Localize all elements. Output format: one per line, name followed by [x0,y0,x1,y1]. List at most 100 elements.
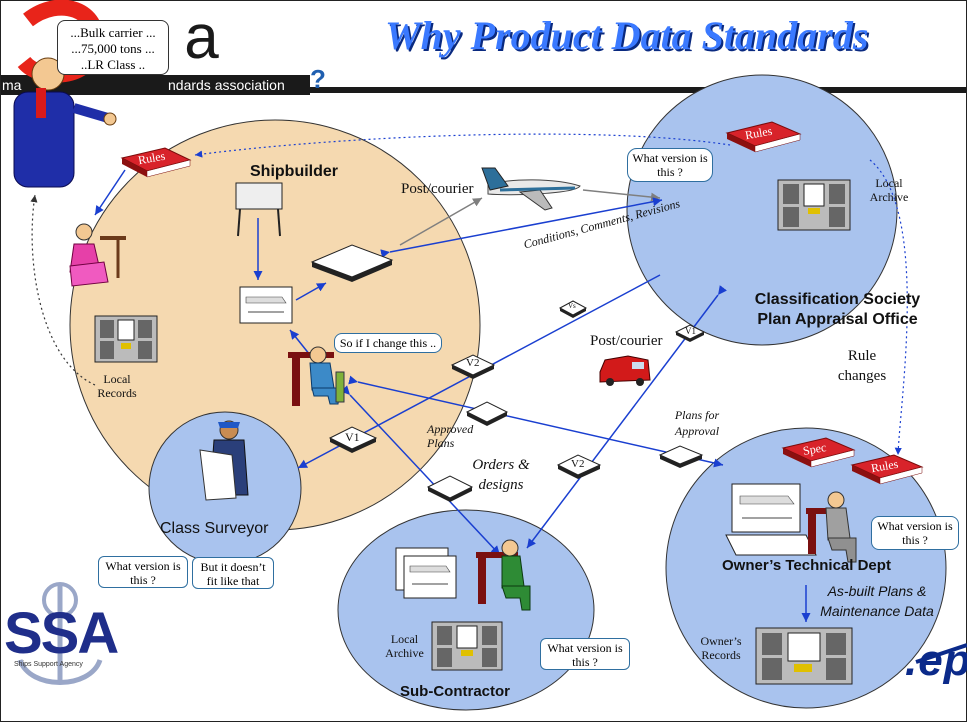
plans-approval-line-1: Plans for [674,408,720,422]
orders-line-1: Orders & [472,457,530,473]
doc-plans-approval-stack [658,445,704,468]
orders-line-2: designs [478,477,524,493]
class-society-line-2: Plan Appraisal Office [757,311,918,328]
question-mark: ? [310,64,326,94]
book-spec [781,437,856,468]
anchor-icon [17,582,103,685]
asbuilt-line-2: Maintenance Data [820,603,934,619]
presenter-figure [13,57,117,188]
orders-arrow [340,385,501,556]
book-rules-top-right [725,121,802,153]
conditions-arrow [380,197,663,259]
doc-v1-left-label: V1 [345,430,360,444]
ssa-logo-text: SSA [4,601,119,666]
filing-cabinet-owner [755,627,853,685]
step-logo-stroke [915,643,967,664]
class-society-line-1: Classification Society [754,291,921,308]
rule-changes-label: Rule changes [832,346,892,386]
doc-v2-bottom-label: V2 [571,458,585,470]
bubble-what-version-sub: What version is this ? [540,638,630,670]
drawing-sheet-owner [725,483,817,556]
bubble-what-version-top: What version is this ? [627,148,713,182]
rules-book-arrow [94,169,126,216]
doc-v2-bottom-stack [556,454,602,479]
designer-arrow [289,329,311,356]
local-archive-top-line-1: Local [875,176,903,190]
rule-changes-line-1: Rule [847,348,877,364]
approved-plans-line-1: Approved [427,422,474,436]
local-archive-top-label: Local Archive [864,176,914,204]
ssa-caption: Ships Support Agency [14,661,83,668]
doc-vs-label: Vs [568,302,576,310]
book-rules-left [120,147,192,178]
bubble-what-version-owner: What version is this ? [871,516,959,550]
bubble-what-version-surveyor: What version is this ? [98,556,188,588]
drawing-arrow [295,282,327,301]
post-arrow-2 [582,189,661,202]
assoc-text-left: ma [2,77,22,93]
doc-shipbuilder-stack [310,244,394,282]
doc-v2-mid-stack [450,354,496,379]
local-records-line-1: Local [103,372,131,386]
doc-v1-top-stack [674,324,706,342]
doc-orders-stack [426,475,474,502]
speaker-line-1: ...Bulk carrier ... [70,25,156,40]
sub-contractor-label: Sub-Contractor [400,683,510,700]
surveyor-figure [199,420,249,501]
doc-v1-top-label: V1 [685,326,696,336]
plotter-illustration [235,182,283,237]
header-bar [0,75,310,95]
van-illustration [599,355,651,386]
filing-cabinet-class [777,179,851,231]
owners-records-label: Owner’s Records [696,634,746,662]
rule-changes-dotted-arrow [869,159,908,456]
page-title: Why Product Data Standards [385,13,869,58]
sub-contractor-circle [337,509,595,711]
plans-approval-label: Plans for Approval [667,407,727,439]
local-archive-sub-label: Local Archive [382,632,427,660]
local-records-line-2: Records [97,386,137,400]
local-archive-sub-line-2: Archive [385,646,424,660]
class-surveyor-label: Class Surveyor [160,520,269,537]
asbuilt-line-1: As-built Plans & [827,583,927,599]
filing-cabinet-shipbuilder [94,315,158,363]
doc-v2-mid-label: V2 [466,357,480,369]
subcontract-worker-figure [476,539,531,611]
book-rules-owner [850,454,924,485]
owners-records-line-1: Owner’s [700,634,742,648]
rule-changes-line-2: changes [837,368,887,384]
orders-designs-label: Orders & designs [466,455,536,495]
post-courier-mid-label: Post/courier [590,333,663,349]
bubble-change-this: So if I change this .. [334,333,442,353]
plans-approval-line-2: Approval [674,424,720,438]
local-records-label: Local Records [92,372,142,400]
approved-plans-label: Approved Plans [427,422,473,450]
class-society-label: Classification Society Plan Appraisal Of… [730,290,945,330]
aircraft-illustration [481,167,581,211]
step-logo-text: .ep [905,636,967,685]
assoc-text-right: ndards association [168,77,285,93]
speaker-line-3: ..LR Class .. [80,57,146,72]
post-courier-top-label: Post/courier [401,181,474,197]
designer-at-desk-figure [288,346,345,406]
asbuilt-label: As-built Plans & Maintenance Data [812,581,942,621]
owner-engineer-figure [806,491,857,563]
doc-v1-left-stack [328,426,378,453]
filing-cabinet-subcontract [431,621,503,671]
local-archive-sub-line-1: Local [390,632,419,646]
owners-dept-label: Owner’s Technical Dept [722,557,891,574]
drawing-sheet-subcontract [395,547,457,599]
bubble-doesnt-fit: But it doesn’t fit like that [192,557,274,589]
owners-records-line-2: Records [701,648,741,662]
drawing-sheet-shipbuilder [239,286,293,324]
speaker-bubble: ...Bulk carrier ... ...75,000 tons ... .… [57,20,169,75]
rules-dotted-arrow [194,133,731,158]
local-archive-top-line-2: Archive [869,190,909,204]
woman-at-desk-figure [69,223,126,287]
approved-plans-line-2: Plans [427,436,455,450]
doc-vs-stack [558,300,588,318]
shipbuilder-label: Shipbuilder [250,163,338,180]
doc-blank-mid-stack [465,401,509,426]
